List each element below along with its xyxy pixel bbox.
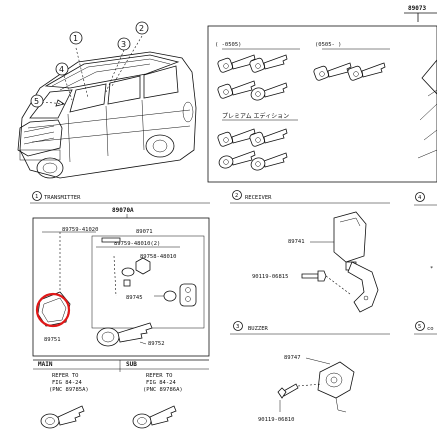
page-code: 89073	[408, 5, 426, 12]
part-89759-48010: 89759-48010(2)	[114, 241, 160, 247]
section-4-marker-partial: 4	[414, 192, 437, 206]
ring-89745	[163, 290, 177, 302]
bolt-90119-06815	[301, 273, 319, 279]
battery-part	[135, 257, 151, 275]
callout-4: 4	[55, 62, 69, 76]
main-pnc: (PNC 89785A)	[49, 387, 89, 393]
screw-part	[101, 237, 121, 243]
keys-panel: ( -0505) (0505- ) プレミアム エディション	[207, 25, 437, 183]
svg-text:4: 4	[418, 195, 422, 201]
receiver-module	[333, 211, 367, 263]
key-icon	[313, 62, 352, 81]
battery-cell	[121, 267, 135, 277]
vehicle-sketch-partial	[417, 89, 437, 159]
part-90119-06815: 90119-06815	[252, 274, 288, 280]
vehicle-illustration	[17, 35, 197, 179]
callout-1: 1	[69, 31, 83, 45]
key-89752	[96, 322, 153, 347]
sub-pnc: (PNC 89786A)	[143, 387, 183, 393]
receiver-title: RECEIVER	[245, 195, 272, 201]
callout-5: 5	[30, 94, 44, 108]
range-left: ( -0505)	[215, 42, 242, 48]
main-title: MAIN	[38, 361, 53, 368]
callout-3: 3	[117, 37, 131, 51]
key-icon	[218, 150, 256, 169]
transmitter-section: 1 TRANSMITTER 89070A 89759-41020 89071 8…	[30, 191, 210, 357]
svg-text:5: 5	[34, 97, 39, 106]
key-icon	[249, 128, 288, 147]
key-icon	[249, 54, 288, 73]
transmitter-assembly-number: 89070A	[112, 207, 134, 214]
receiver-section: 2 RECEIVER 89741 90119-06815 *	[230, 190, 433, 313]
key-icons-group	[217, 54, 386, 171]
receiver-bracket	[347, 261, 379, 313]
main-key-icon	[40, 405, 85, 429]
svg-text:4: 4	[59, 65, 64, 74]
buzzer-marker: 3	[236, 324, 239, 330]
sub-title: SUB	[126, 361, 137, 368]
svg-text:5: 5	[418, 324, 421, 330]
transmitter-box	[32, 217, 210, 357]
key-icon	[347, 62, 386, 81]
main-fig: FIG 84-24	[52, 380, 82, 386]
transmitter-title: TRANSMITTER	[44, 195, 81, 201]
key-icon	[217, 128, 256, 147]
transmitter-inner-box	[91, 235, 205, 329]
buzzer-section: 3 BUZZER 89747 90119-06810	[230, 321, 390, 423]
part-89745: 89745	[126, 295, 143, 301]
triangle-marker	[421, 59, 437, 95]
remote-pad	[179, 283, 197, 307]
premium-edition-label: プレミアム エディション	[222, 112, 289, 120]
receiver-marker: 2	[235, 193, 238, 199]
key-reference-section: MAIN SUB REFER TO FIG 84-24 (PNC 89785A)…	[33, 359, 209, 429]
highlight-circle	[35, 292, 71, 328]
small-clip	[123, 279, 131, 287]
svg-text:1: 1	[73, 34, 78, 43]
svg-text:2: 2	[139, 24, 144, 33]
part-89759-41020: 89759-41020	[62, 227, 98, 233]
buzzer-unit	[317, 361, 355, 399]
key-icon	[217, 54, 256, 73]
range-right: (0505- )	[315, 42, 342, 48]
asterisk-mark: *	[430, 266, 433, 272]
svg-text:co: co	[427, 326, 434, 332]
part-89071: 89071	[136, 229, 153, 235]
svg-text:3: 3	[121, 40, 126, 49]
sub-refer-to: REFER TO	[146, 373, 173, 379]
part-89758-48010: 89758-48010	[140, 254, 176, 260]
part-89741: 89741	[288, 239, 305, 245]
buzzer-title: BUZZER	[248, 326, 269, 332]
part-89752: 89752	[148, 341, 165, 347]
callout-2: 2	[135, 21, 149, 35]
part-89751: 89751	[44, 337, 61, 343]
sub-fig: FIG 84-24	[146, 380, 176, 386]
part-90119-06810: 90119-06810	[258, 417, 294, 423]
section-5-marker-partial: 5 co	[414, 321, 437, 335]
key-icon	[250, 82, 288, 101]
part-89747: 89747	[284, 355, 301, 361]
transmitter-marker: 1	[35, 194, 38, 200]
key-icon	[217, 80, 256, 99]
main-refer-to: REFER TO	[52, 373, 79, 379]
sub-key-icon	[132, 405, 177, 429]
key-icon	[250, 152, 288, 171]
